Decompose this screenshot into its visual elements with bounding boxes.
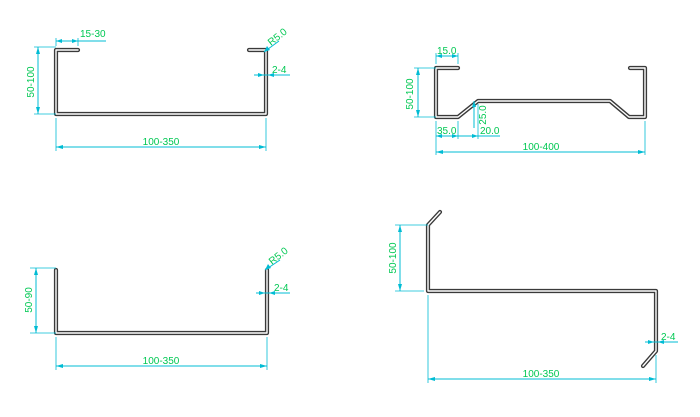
- lip-dimension-label: 15-30: [80, 29, 106, 40]
- height-dimension-label: 50-90: [24, 287, 35, 313]
- slope-dimension-label: 20.0: [480, 126, 500, 137]
- z-profile: 50-100 2-4 100-350: [388, 209, 678, 383]
- width-dimension-label: 100-400: [523, 142, 560, 153]
- thickness-label: 2-4: [661, 332, 676, 343]
- stepped-base-profile: 50-100 15.0 35.0 20.0 25.0 100-400: [405, 46, 648, 155]
- c-profile-with-lips: 50-100 15-30 R5.0 2-4 100-350: [26, 26, 290, 151]
- radius-label: R5.0: [266, 26, 290, 48]
- offset-dimension-label: 35.0: [437, 126, 457, 137]
- radius-label: R5.0: [267, 245, 291, 267]
- profile-outline: [53, 47, 269, 117]
- profile-outline: [53, 267, 270, 336]
- width-dimension-label: 100-350: [523, 369, 560, 380]
- u-profile: 50-90 R5.0 2-4 100-350: [24, 245, 291, 370]
- thickness-label: 2-4: [274, 283, 289, 294]
- height-dimension-label: 50-100: [405, 78, 416, 110]
- profile-outline: [425, 209, 659, 369]
- width-dimension-label: 100-350: [143, 137, 180, 148]
- height-dimension-label: 50-100: [388, 242, 399, 274]
- depth-dimension-label: 25.0: [478, 105, 489, 125]
- thickness-label: 2-4: [272, 65, 287, 76]
- height-dimension-label: 50-100: [26, 66, 37, 98]
- width-dimension-label: 100-350: [143, 356, 180, 367]
- lip-dimension-label: 15.0: [437, 46, 457, 57]
